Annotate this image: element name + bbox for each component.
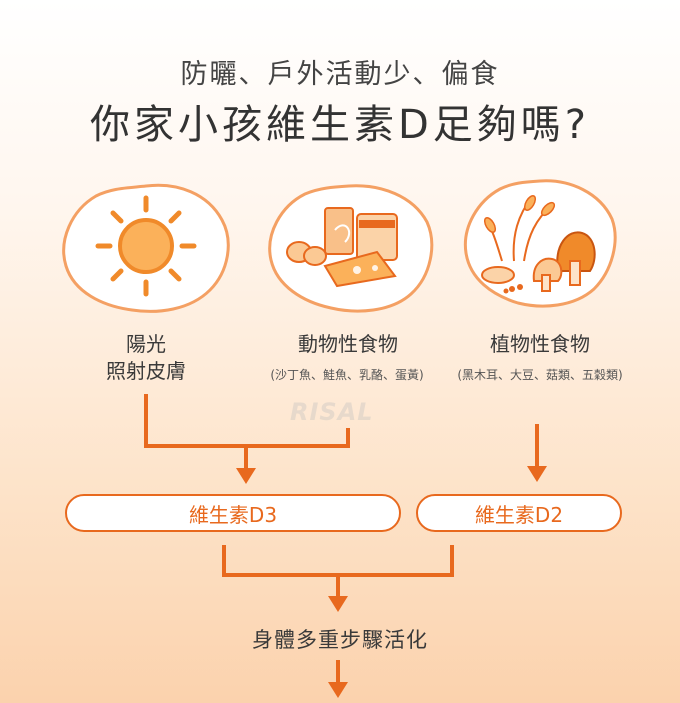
sunlight-to-d3-line [144,394,246,448]
animal-food-detail: (沙丁魚、鮭魚、乳酪、蛋黃) [270,368,424,382]
animal-food-label: 動物性食物 [298,332,398,356]
activation-result-text: 身體多重步驟活化 [252,628,428,652]
arrow-to-d2 [527,466,547,482]
arrow-down-end [328,682,348,698]
plant-food-blob [463,179,617,308]
sunlight-label-line2: 照射皮膚 [106,359,186,383]
sunlight-label-line1: 陽光 [126,332,166,356]
animal-to-d3-line [246,428,350,448]
sun-icon [95,195,197,297]
plant-food-detail: (黑木耳、大豆、菇類、五穀類) [457,368,623,382]
headline-title: 你家小孩維生素D足夠嗎? [89,102,591,148]
sun-blob [62,183,230,313]
arrow-to-d3 [236,468,256,484]
vitamin-d2-pill: 維生素D2 [416,494,622,532]
animal-food-blob [268,184,434,313]
animal-food-icon [286,207,398,288]
vitamin-d3-pill: 維生素D3 [65,494,401,532]
headline-subtitle: 防曬、戶外活動少、偏食 [180,59,500,90]
arrow-to-result [328,596,348,612]
d3-d2-merge-line [222,545,454,577]
plant-food-label: 植物性食物 [490,332,590,356]
watermark-logo: RISAL [290,398,374,426]
plant-food-icon [481,195,596,294]
sunlight-label: 陽光 照射皮膚 [86,331,206,385]
